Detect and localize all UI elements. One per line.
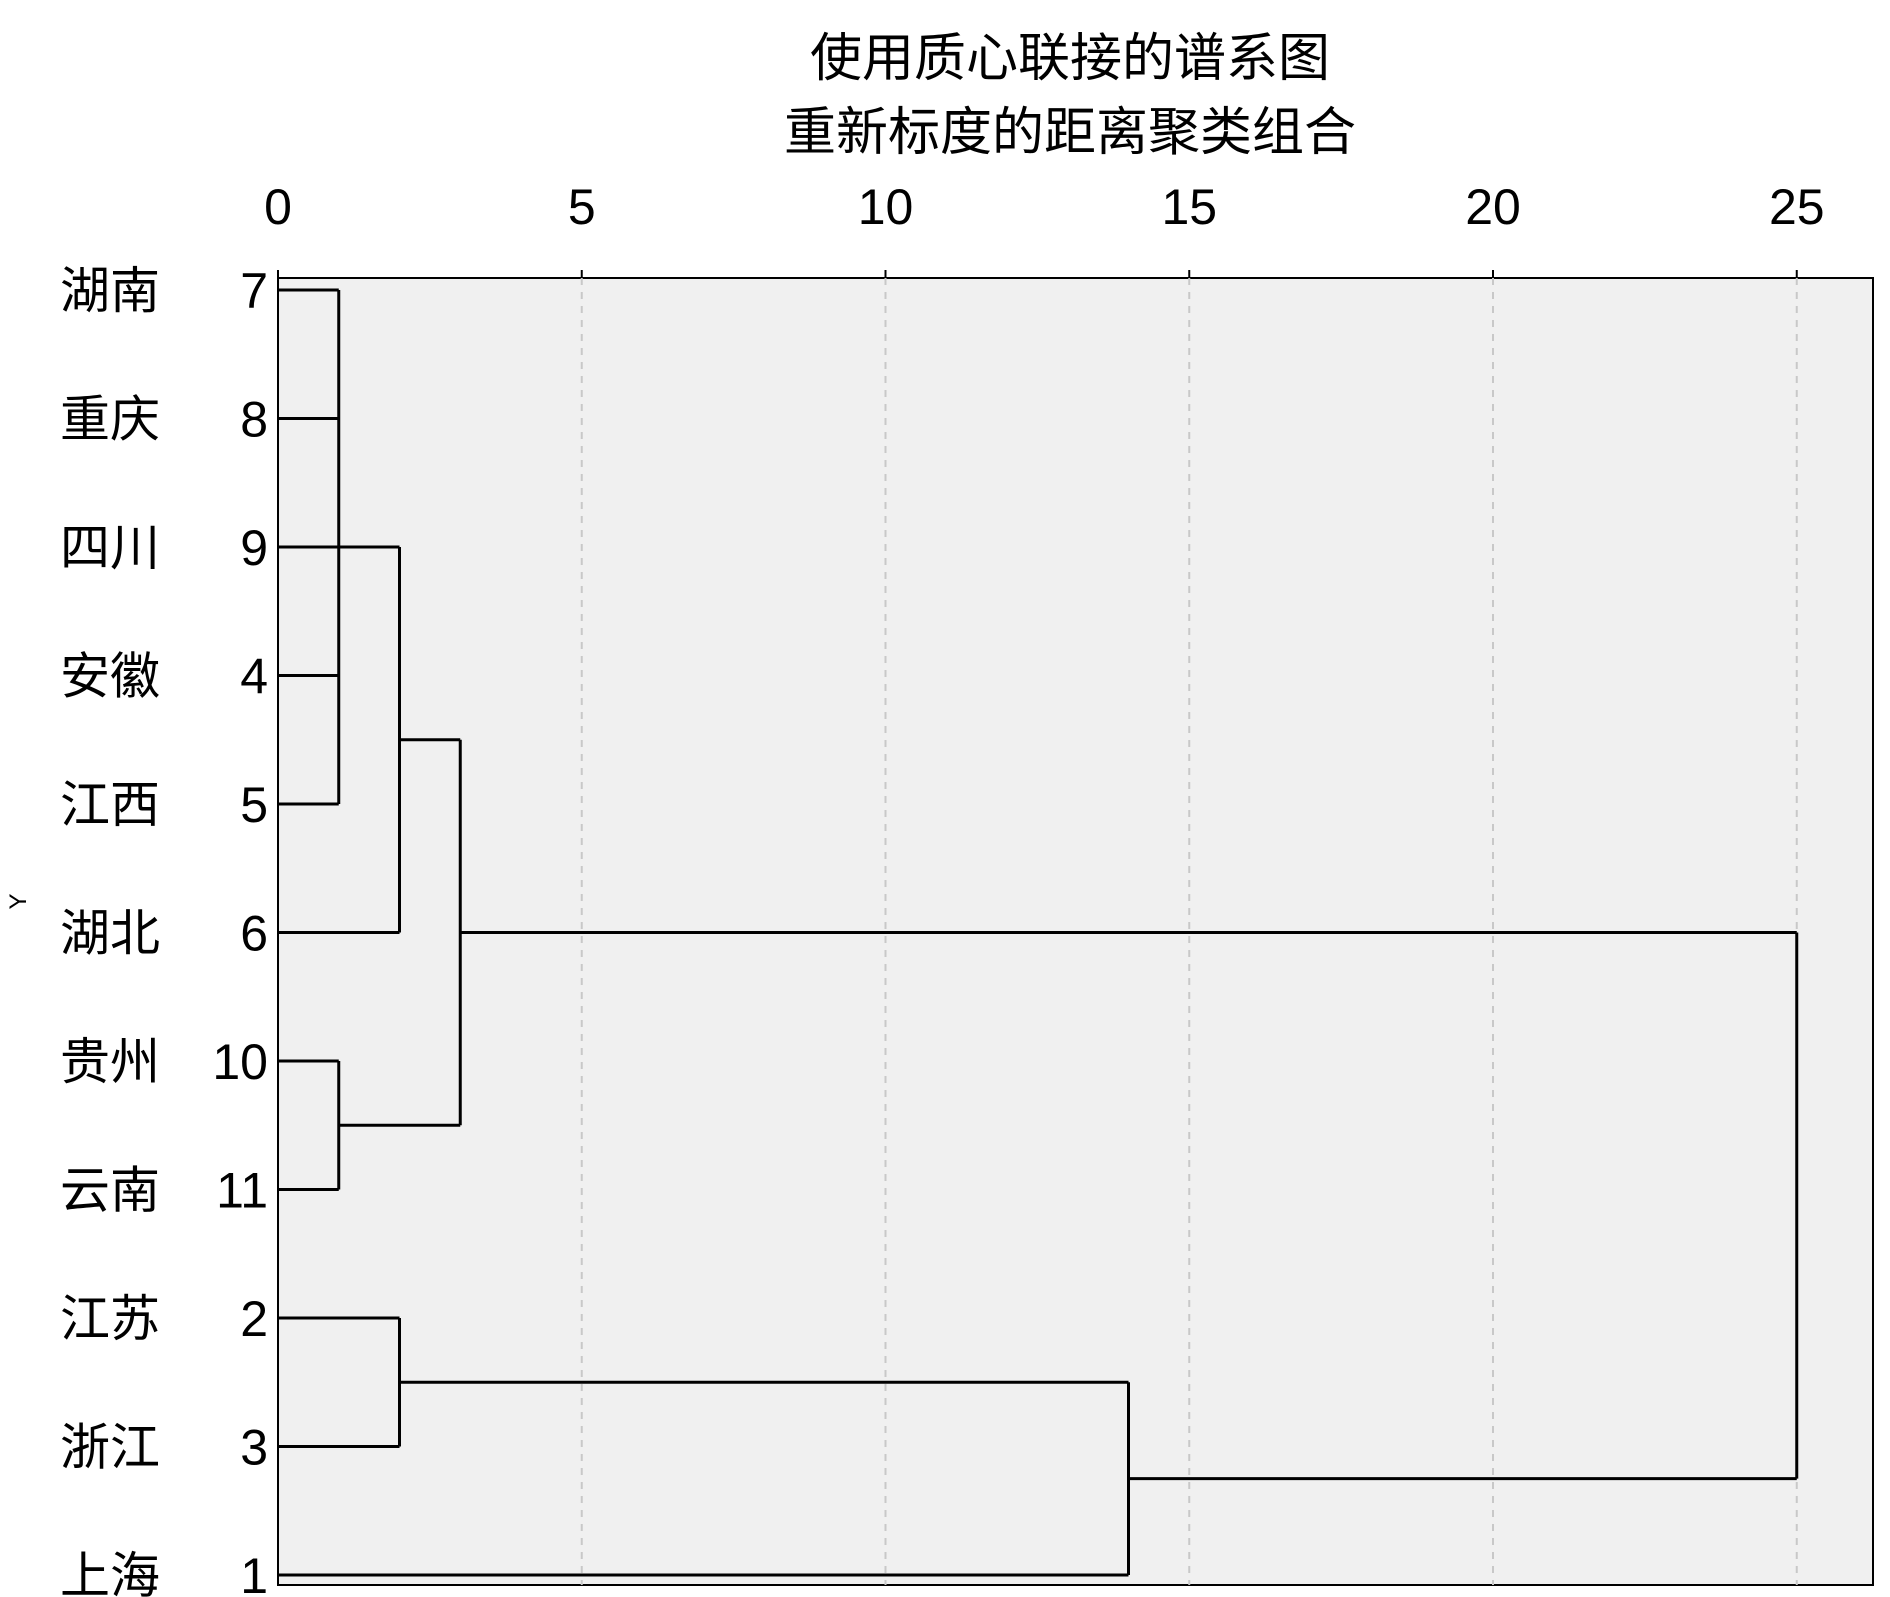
leaf-name: 四川 (60, 519, 160, 577)
x-tick-label: 5 (568, 179, 596, 235)
leaf-number: 6 (240, 906, 268, 962)
y-axis-label: Y (5, 893, 32, 909)
leaf-number: 7 (240, 263, 268, 319)
leaf-name: 湖北 (60, 905, 160, 963)
leaf-name: 重庆 (60, 391, 160, 449)
x-tick-label: 0 (264, 179, 292, 235)
x-tick-label: 10 (858, 179, 914, 235)
leaf-number: 5 (240, 777, 268, 833)
leaf-number: 3 (240, 1420, 268, 1476)
leaf-name: 浙江 (60, 1419, 160, 1477)
leaf-number: 2 (240, 1291, 268, 1347)
x-tick-label: 15 (1161, 179, 1217, 235)
chart-title: 使用质心联接的谱系图 (810, 29, 1330, 89)
leaf-number: 4 (240, 649, 268, 705)
leaf-number: 9 (240, 520, 268, 576)
leaf-name: 上海 (60, 1547, 160, 1597)
leaf-name: 安徽 (60, 648, 160, 706)
leaf-number: 1 (240, 1548, 268, 1597)
leaf-number: 8 (240, 392, 268, 448)
chart-subtitle: 重新标度的距离聚类组合 (784, 103, 1356, 163)
leaf-number: 10 (212, 1034, 268, 1090)
leaf-name: 贵州 (60, 1033, 160, 1091)
leaf-number: 11 (216, 1163, 268, 1219)
leaf-name: 江西 (60, 776, 160, 834)
leaf-name: 云南 (60, 1162, 160, 1220)
leaf-name: 湖南 (60, 262, 160, 320)
leaf-name: 江苏 (60, 1290, 160, 1348)
x-tick-label: 20 (1465, 179, 1521, 235)
x-tick-label: 25 (1769, 179, 1825, 235)
